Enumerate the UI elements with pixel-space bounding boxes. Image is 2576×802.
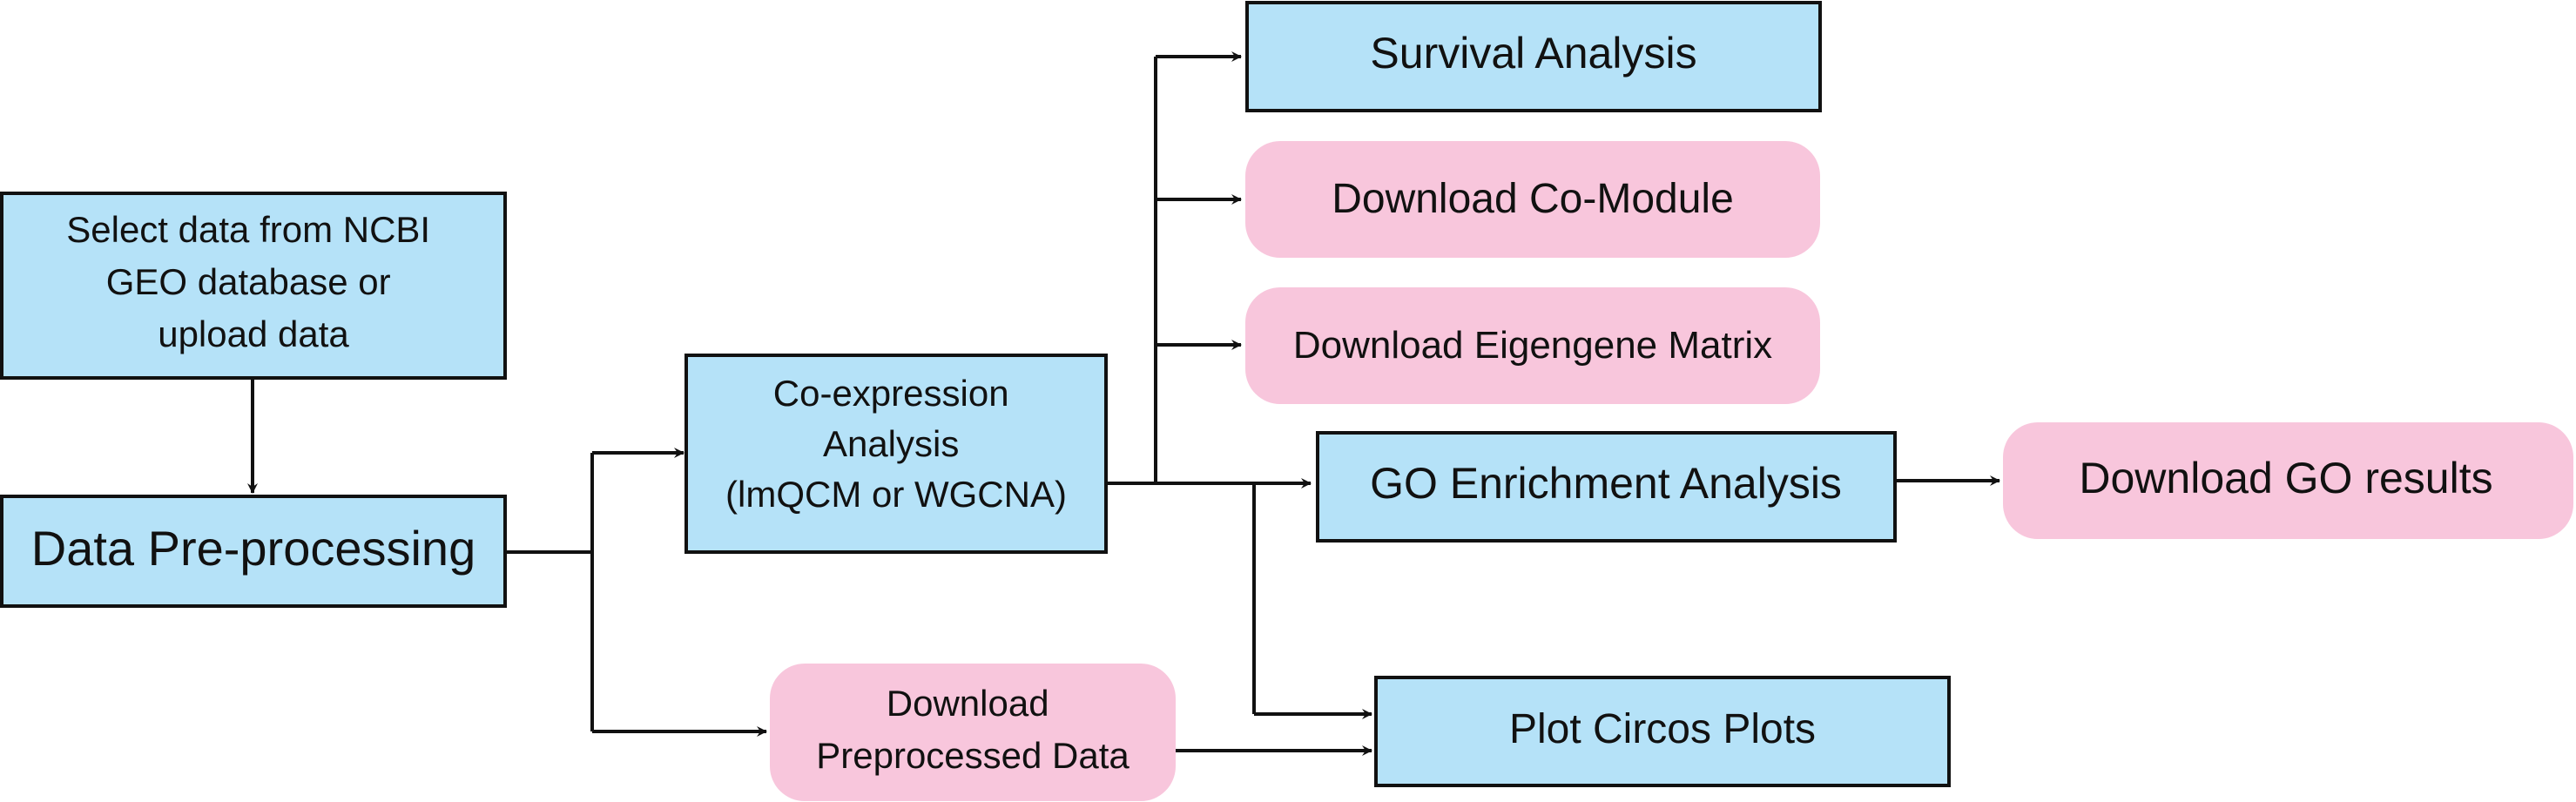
node-coexpression: Co-expression Analysis (lmQCM or WGCNA) [684, 354, 1108, 554]
download-go-box [2003, 422, 2573, 539]
go-enrichment-line-1: GO Enrichment Analysis [1370, 459, 1842, 508]
select-data-box [0, 192, 507, 380]
survival-box [1245, 1, 1822, 112]
select-data-line-2: GEO database or [106, 261, 391, 302]
download-go-line-1: Download GO results [2079, 454, 2492, 502]
survival-line-1: Survival Analysis [1370, 29, 1696, 78]
download-eigengene-label: Download Eigengene Matrix [1293, 324, 1772, 367]
node-download-preprocessed: Download Preprocessed Data [770, 664, 1176, 801]
download-preprocessed-line-1: Download [887, 683, 1049, 724]
coexpression-line-1: Co-expression [773, 373, 1009, 414]
download-comodule-box [1245, 141, 1820, 258]
coexpression-line-2: Analysis [823, 423, 959, 464]
download-eigengene-box [1245, 287, 1820, 404]
select-data-line-3: upload data [158, 313, 349, 354]
node-circos: Plot Circos Plots [1374, 676, 1951, 787]
node-download-go: Download GO results [2003, 422, 2573, 539]
preprocessing-label: Data Pre-processing [31, 521, 475, 576]
go-enrichment-label: GO Enrichment Analysis [1370, 459, 1842, 508]
download-preprocessed-line-2: Preprocessed Data [816, 735, 1130, 776]
download-preprocessed-box [770, 664, 1176, 801]
node-download-eigengene: Download Eigengene Matrix [1245, 287, 1820, 404]
preprocessing-line-1: Data Pre-processing [31, 521, 475, 576]
node-download-comodule: Download Co-Module [1245, 141, 1820, 258]
download-eigengene-line-1: Download Eigengene Matrix [1293, 324, 1772, 367]
node-preprocessing: Data Pre-processing [0, 495, 507, 608]
coexpression-label: Co-expression Analysis (lmQCM or WGCNA) [725, 373, 1067, 515]
circos-line-1: Plot Circos Plots [1509, 706, 1816, 752]
node-survival: Survival Analysis [1245, 1, 1822, 112]
circos-box [1374, 676, 1951, 787]
circos-label: Plot Circos Plots [1509, 706, 1816, 752]
node-select-data: Select data from NCBI GEO database or up… [0, 192, 507, 380]
download-preprocessed-label: Download Preprocessed Data [816, 683, 1130, 776]
survival-label: Survival Analysis [1370, 29, 1696, 78]
download-go-label: Download GO results [2079, 454, 2492, 502]
connectors [247, 51, 2000, 756]
node-go-enrichment: GO Enrichment Analysis [1316, 431, 1897, 543]
download-comodule-line-1: Download Co-Module [1332, 176, 1734, 222]
preprocessing-box [0, 495, 507, 608]
download-comodule-label: Download Co-Module [1332, 176, 1734, 222]
coexpression-box [684, 354, 1108, 554]
coexpression-line-3: (lmQCM or WGCNA) [725, 474, 1067, 515]
select-data-line-1: Select data from NCBI [66, 209, 430, 250]
go-enrichment-box [1316, 431, 1897, 543]
select-data-label: Select data from NCBI GEO database or up… [66, 209, 441, 354]
